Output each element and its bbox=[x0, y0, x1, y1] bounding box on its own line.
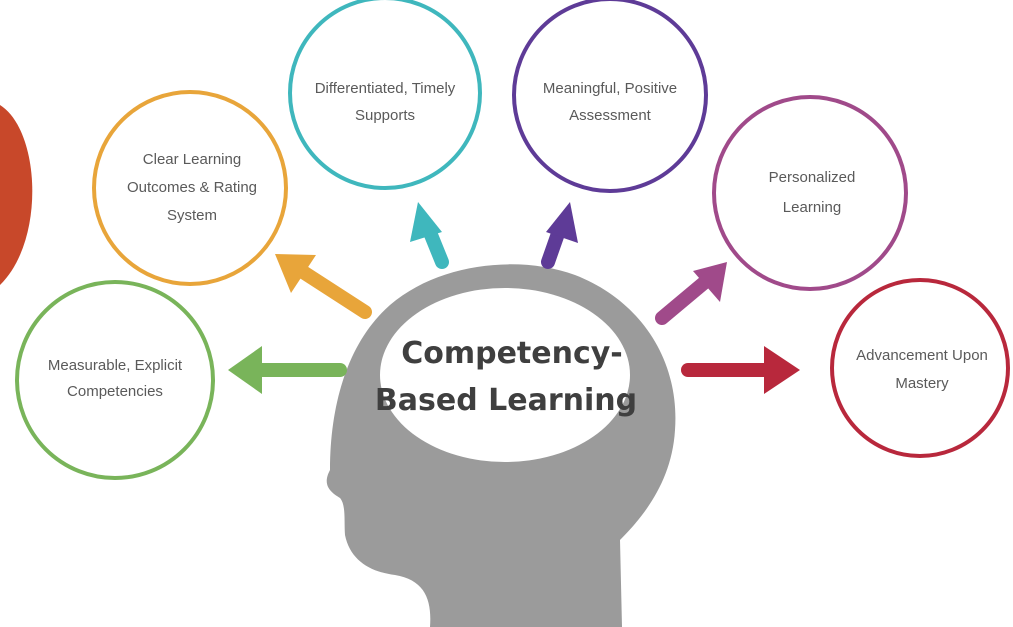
node-measurable-circle bbox=[15, 280, 215, 480]
node-measurable: Measurable, Explicit Competencies bbox=[15, 280, 215, 480]
arrow-measurable bbox=[228, 346, 347, 394]
node-personalized: Personalized Learning bbox=[712, 95, 908, 291]
node-supports-circle bbox=[288, 0, 482, 190]
side-accent-shape bbox=[0, 105, 33, 285]
node-measurable-line2: Competencies bbox=[67, 383, 163, 400]
node-measurable-line1: Measurable, Explicit bbox=[48, 357, 183, 374]
arrow-supports bbox=[410, 202, 449, 269]
node-supports-line2: Supports bbox=[355, 107, 415, 124]
arrow-assessment bbox=[541, 202, 578, 269]
center-title-line1: Competency- bbox=[401, 336, 623, 371]
arrow-mastery bbox=[681, 346, 800, 394]
node-outcomes-circle bbox=[92, 90, 288, 286]
node-outcomes-line2: Outcomes & Rating bbox=[127, 179, 257, 196]
node-outcomes: Clear Learning Outcomes & Rating System bbox=[92, 90, 288, 286]
node-outcomes-line1: Clear Learning bbox=[143, 151, 241, 168]
node-assessment: Meaningful, Positive Assessment bbox=[512, 0, 708, 193]
node-mastery-circle bbox=[830, 278, 1010, 458]
center-title-line2: Based Learning bbox=[375, 383, 637, 418]
node-personalized-line2: Learning bbox=[783, 199, 841, 216]
node-assessment-line1: Meaningful, Positive bbox=[543, 80, 677, 97]
node-assessment-circle bbox=[512, 0, 708, 193]
center-oval bbox=[380, 288, 630, 462]
node-supports: Differentiated, Timely Supports bbox=[288, 0, 482, 190]
node-personalized-circle bbox=[712, 95, 908, 291]
node-mastery-line1: Advancement Upon bbox=[856, 347, 988, 364]
node-mastery-line2: Mastery bbox=[895, 375, 949, 392]
node-mastery: Advancement Upon Mastery bbox=[830, 278, 1010, 458]
arrow-outcomes bbox=[275, 254, 372, 319]
node-outcomes-line3: System bbox=[167, 207, 217, 224]
node-personalized-line1: Personalized bbox=[769, 169, 856, 186]
arrow-personalized bbox=[655, 262, 727, 325]
node-assessment-line2: Assessment bbox=[569, 107, 652, 124]
node-supports-line1: Differentiated, Timely bbox=[315, 80, 456, 97]
